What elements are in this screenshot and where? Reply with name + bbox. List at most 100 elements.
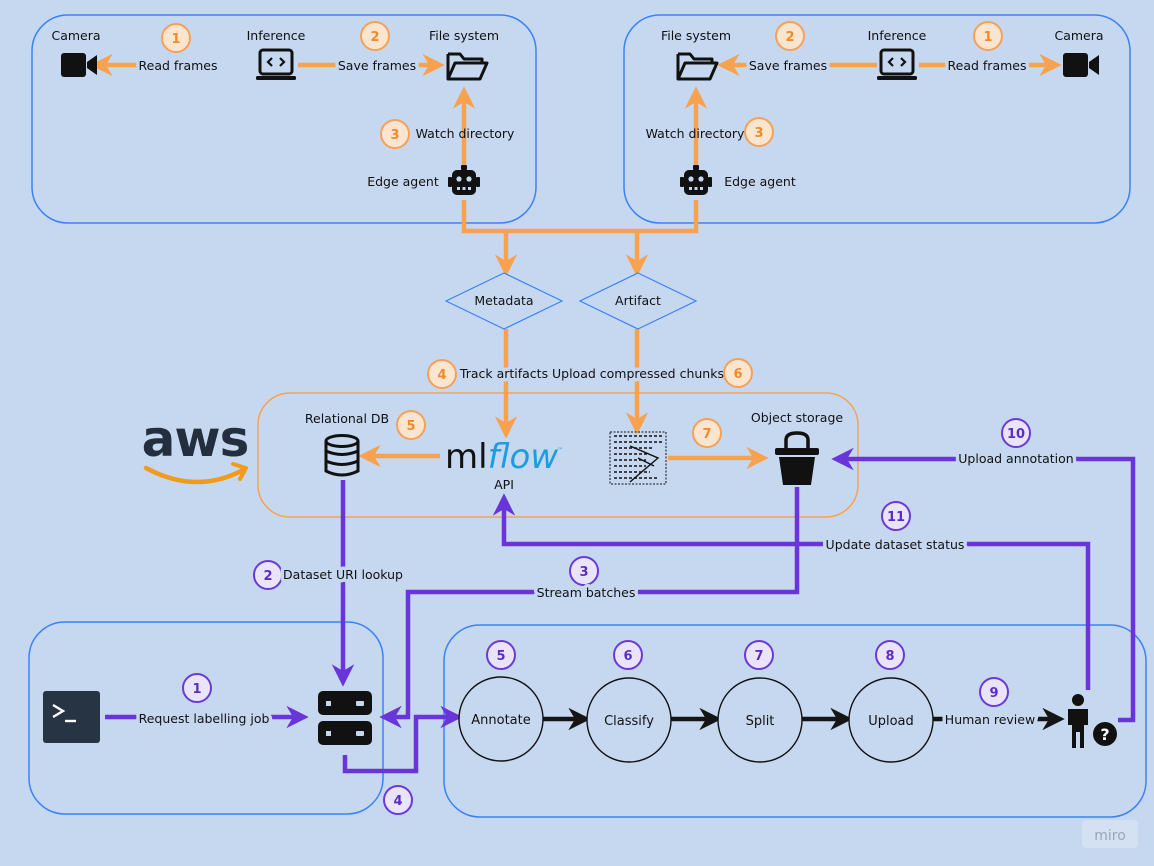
edge-box-right (623, 14, 1131, 224)
mlflow-logo: mlflow ™ (445, 437, 563, 477)
step-badge: 1 (182, 673, 212, 703)
camera-label: Camera (51, 28, 100, 43)
svg-text:8: 8 (885, 649, 894, 664)
update-dataset-status-label: Update dataset status (826, 537, 965, 552)
svg-text:9: 9 (989, 686, 998, 701)
metadata-decision: Metadata (444, 272, 564, 330)
svg-text:7: 7 (754, 649, 763, 664)
object-storage-label: Object storage (751, 410, 843, 425)
terminal-icon[interactable] (43, 691, 100, 743)
svg-text:10: 10 (1007, 427, 1025, 442)
svg-text:3: 3 (754, 126, 763, 141)
chip-icon (609, 431, 667, 485)
aws-box (257, 392, 859, 518)
svg-text:Metadata: Metadata (474, 293, 533, 308)
edge-box-left (31, 14, 537, 224)
svg-text:Upload: Upload (868, 714, 914, 729)
server-icon[interactable] (318, 691, 372, 745)
svg-text:11: 11 (887, 510, 905, 525)
svg-text:aws: aws (142, 410, 249, 468)
watch-directory-label: Watch directory (646, 126, 745, 141)
mlflow-api-label: API (494, 477, 514, 492)
save-frames-label: Save frames (338, 58, 416, 73)
step-badge: 9 (979, 677, 1009, 707)
svg-text:3: 3 (579, 565, 588, 580)
camera-icon (61, 53, 97, 77)
purple-connectors (105, 447, 1136, 774)
camera-icon (1063, 53, 1099, 77)
person-question-icon: ? (1068, 694, 1117, 748)
step-badge: 2 (775, 21, 805, 51)
step-badge: 4 (383, 785, 413, 815)
step-badge: 5 (396, 410, 426, 440)
aws-logo: aws (142, 410, 249, 485)
svg-text:Classify: Classify (604, 714, 654, 729)
svg-text:6: 6 (623, 649, 632, 664)
upload-step[interactable]: Upload (848, 677, 934, 763)
svg-text:1: 1 (983, 30, 992, 45)
step-badge: 3 (744, 117, 774, 147)
svg-text:7: 7 (702, 427, 711, 442)
watermark-bg (1082, 820, 1138, 848)
classify-step[interactable]: Classify (586, 677, 672, 763)
annotate-step[interactable]: Annotate (458, 676, 544, 762)
file-system-label: File system (429, 28, 499, 43)
svg-text:4: 4 (393, 794, 402, 809)
dataset-uri-lookup-label: Dataset URI lookup (283, 567, 403, 582)
read-frames-label: Read frames (139, 58, 218, 73)
svg-text:3: 3 (390, 128, 399, 143)
svg-text:2: 2 (263, 569, 272, 584)
step-badge: 11 (881, 501, 911, 531)
svg-text:Artifact: Artifact (615, 293, 661, 308)
edge-agent-label: Edge agent (367, 174, 439, 189)
laptop-code-icon (877, 48, 917, 80)
upload-compressed-chunks-label: Upload compressed chunks (552, 366, 724, 381)
step-badge: 7 (692, 418, 722, 448)
step-badge: 7 (744, 640, 774, 670)
laptop-code-icon (256, 48, 296, 80)
robot-icon (680, 165, 712, 195)
step-badge: 2 (360, 21, 390, 51)
svg-text:5: 5 (406, 419, 415, 434)
svg-text:?: ? (1100, 725, 1109, 744)
edge-agent-label: Edge agent (724, 174, 796, 189)
camera-label: Camera (1054, 28, 1103, 43)
file-system-label: File system (661, 28, 731, 43)
split-step[interactable]: Split (717, 677, 803, 763)
request-labelling-job-label: Request labelling job (139, 711, 270, 726)
robot-icon (448, 165, 480, 195)
svg-text:1: 1 (171, 32, 180, 47)
svg-text:2: 2 (370, 30, 379, 45)
svg-text:2: 2 (785, 30, 794, 45)
inference-label: Inference (868, 28, 927, 43)
svg-text:1: 1 (192, 682, 201, 697)
step-badge: 3 (380, 119, 410, 149)
svg-text:Split: Split (746, 714, 775, 729)
relational-db-label: Relational DB (305, 411, 389, 426)
read-frames-label: Read frames (948, 58, 1027, 73)
step-badge: 5 (486, 640, 516, 670)
step-badge: 1 (973, 21, 1003, 51)
bucket-icon (775, 431, 819, 485)
miro-watermark: miro (1094, 828, 1126, 844)
step-badge: 8 (875, 640, 905, 670)
step-badge: 2 (253, 560, 283, 590)
step-badge: 3 (569, 556, 599, 586)
database-icon (324, 434, 360, 477)
svg-text:6: 6 (733, 367, 742, 382)
svg-text:5: 5 (496, 649, 505, 664)
folder-open-icon (446, 52, 489, 81)
save-frames-label: Save frames (749, 58, 827, 73)
svg-text:mlflow: mlflow (445, 437, 558, 477)
upload-annotation-label: Upload annotation (958, 451, 1073, 466)
step-badge: 1 (161, 23, 191, 53)
human-review-label: Human review (945, 712, 1035, 727)
step-badge: 6 (613, 640, 643, 670)
step-badge: 6 (723, 358, 753, 388)
artifact-decision: Artifact (578, 272, 698, 330)
stream-batches-label: Stream batches (537, 585, 636, 600)
watch-directory-label: Watch directory (416, 126, 515, 141)
svg-text:Annotate: Annotate (471, 713, 530, 728)
track-artifacts-label: Track artifacts (459, 366, 548, 381)
